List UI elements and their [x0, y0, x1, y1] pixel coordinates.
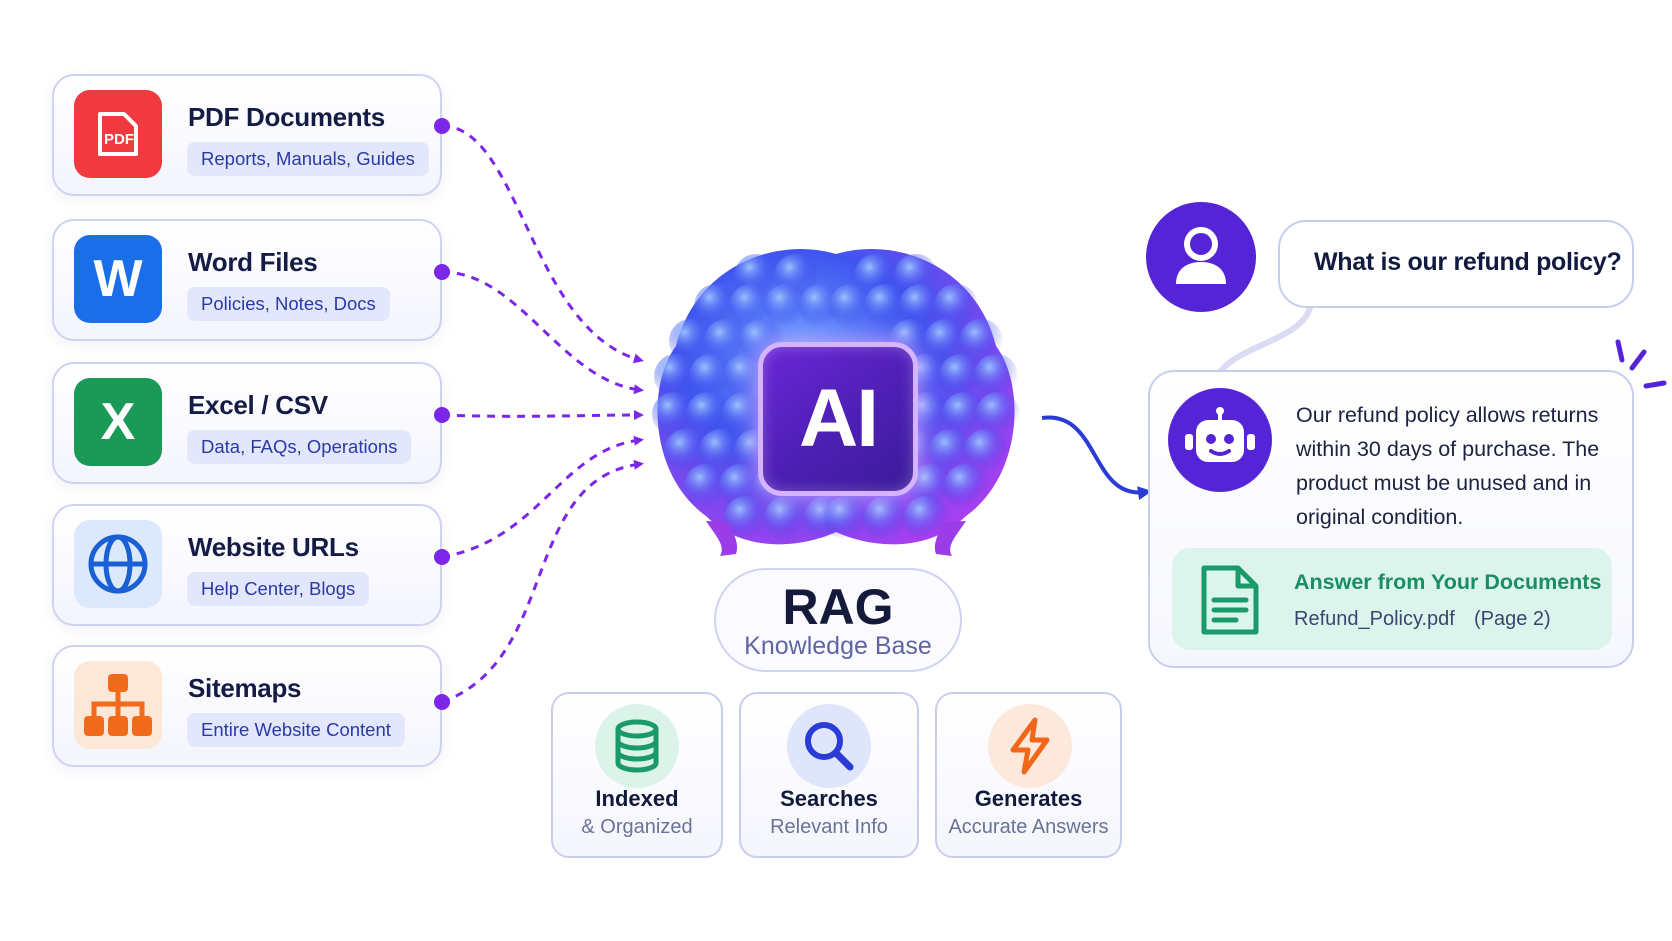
- sitemap-icon: [74, 661, 162, 749]
- connector-dot-sitemap: [434, 694, 450, 710]
- connector-word: [441, 270, 644, 395]
- rag-subtitle: Knowledge Base: [744, 632, 932, 660]
- answer-card: Our refund policy allows returns within …: [1148, 370, 1634, 668]
- ai-label: AI: [799, 373, 879, 464]
- document-icon: [1198, 564, 1262, 636]
- reference-box: Answer from Your Documents Refund_Policy…: [1172, 548, 1612, 650]
- icon-letter: W: [93, 250, 143, 308]
- connector-website: [441, 435, 644, 559]
- feature-subtitle: & Organized: [581, 816, 693, 838]
- source-card-excel: X Excel / CSV Data, FAQs, Operations: [52, 362, 442, 484]
- feature-subtitle: Relevant Info: [770, 816, 888, 838]
- bot-avatar: [1168, 388, 1272, 492]
- feature-subtitle: Accurate Answers: [948, 816, 1109, 838]
- rag-knowledge-base: RAG Knowledge Base: [714, 568, 962, 672]
- source-title: Sitemaps: [188, 673, 302, 703]
- reference-page: (Page 2): [1474, 608, 1551, 630]
- answer-arrow: [1041, 415, 1152, 501]
- excel-icon: X: [74, 378, 162, 466]
- robot-icon: [1185, 407, 1255, 462]
- feature-searches: Searches Relevant Info: [739, 692, 919, 858]
- question-text: What is our refund policy?: [1314, 248, 1622, 276]
- connector-excel: [441, 410, 644, 421]
- user-avatar: [1146, 202, 1256, 312]
- icon-letter: X: [100, 393, 136, 451]
- source-subtitle: Policies, Notes, Docs: [187, 287, 390, 321]
- word-icon: W: [74, 235, 162, 323]
- source-title: Word Files: [188, 247, 318, 277]
- connector-dot-pdf: [434, 118, 450, 134]
- user-icon: [1176, 227, 1226, 284]
- feature-title: Indexed: [595, 786, 679, 811]
- connector-dot-word: [434, 264, 450, 280]
- pdf-file-icon: PDF: [74, 90, 162, 178]
- source-subtitle: Entire Website Content: [187, 713, 405, 747]
- ai-tile: AI: [758, 342, 918, 496]
- source-subtitle: Help Center, Blogs: [187, 572, 370, 606]
- connector-sitemap: [441, 459, 644, 704]
- source-subtitle: Data, FAQs, Operations: [187, 430, 412, 464]
- feature-title: Generates: [974, 786, 1083, 811]
- connector-pdf: [441, 124, 644, 364]
- reference-title: Answer from Your Documents: [1294, 570, 1602, 594]
- search-icon: [787, 704, 871, 788]
- source-subtitle: Reports, Manuals, Guides: [187, 142, 429, 176]
- feature-title: Searches: [780, 786, 878, 811]
- feature-generates: Generates Accurate Answers: [935, 692, 1122, 858]
- database-icon: [595, 704, 679, 788]
- source-title: Excel / CSV: [188, 390, 328, 420]
- svg-text:PDF: PDF: [104, 131, 134, 148]
- question-bubble: What is our refund policy?: [1278, 220, 1634, 308]
- question-tail: [1217, 305, 1313, 375]
- connector-dot-website: [434, 549, 450, 565]
- feature-indexed: Indexed & Organized: [551, 692, 723, 858]
- rag-title: RAG: [782, 579, 894, 635]
- answer-text: Our refund policy allows returns within …: [1296, 403, 1600, 529]
- lightning-icon: [988, 704, 1072, 788]
- sparkle-icon: [1615, 339, 1667, 389]
- globe-icon: [74, 520, 162, 608]
- connector-dot-excel: [434, 407, 450, 423]
- reference-file: Refund_Policy.pdf: [1294, 608, 1455, 630]
- source-title: PDF Documents: [188, 102, 385, 132]
- source-title: Website URLs: [188, 532, 359, 562]
